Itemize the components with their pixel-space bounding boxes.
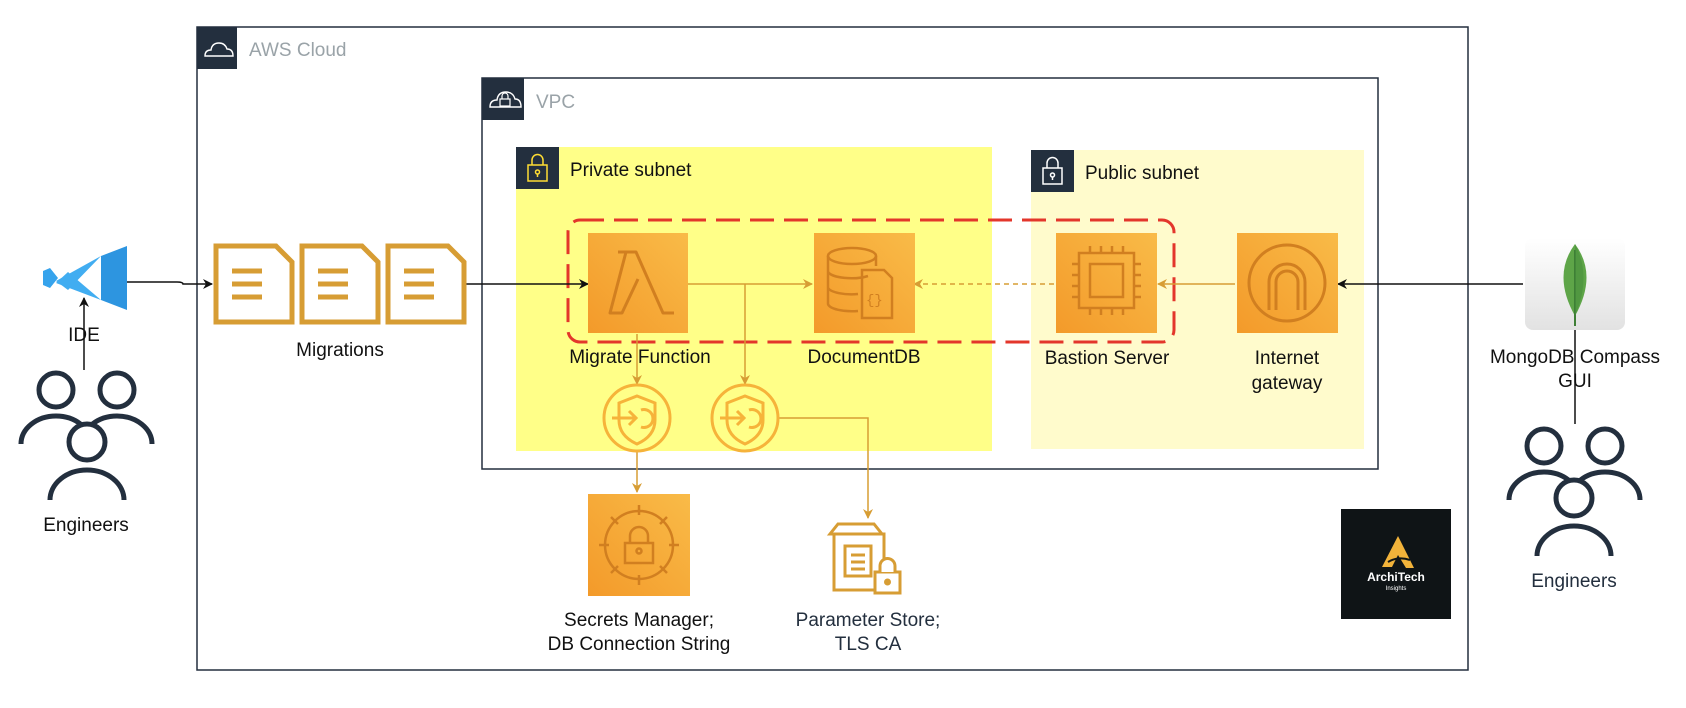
engineers-left-label: Engineers [43,515,129,536]
secrets-manager-label-1: Secrets Manager; [564,610,714,631]
public-subnet-icon-box [1031,150,1074,192]
vpc-group: VPC [481,77,1379,470]
vscode-ide-icon [43,246,127,310]
internet-gateway-label-1: Internet [1255,348,1320,369]
ide-to-migrations-arrow [127,279,213,289]
vpc-endpoint-shield-icon-1 [602,383,672,453]
secrets-manager-label-2: DB Connection String [548,634,731,655]
engineers-right-label: Engineers [1531,571,1617,592]
secrets-manager-icon [588,494,690,596]
internet-gateway-label-2: gateway [1252,373,1323,394]
private-subnet-lock-icon [527,153,548,182]
migrate-function-label: Migrate Function [569,347,711,368]
lambda-function-icon [588,233,688,333]
internet-gateway-icon [1237,233,1338,333]
ide-label: IDE [68,325,100,346]
public-subnet-title: Public subnet [1085,163,1200,184]
migrations-documents-icon [213,243,467,325]
bastion-server-icon [1056,233,1157,333]
engineers-left-icon [18,370,155,501]
mongodb-compass-label-1: MongoDB Compass [1490,347,1660,368]
logo-text-1: ArchiTech [1367,570,1425,584]
vpc-endpoint-shield-icon-2 [710,383,780,453]
aws-cloud-title: AWS Cloud [249,40,347,61]
migrations-label: Migrations [296,340,384,361]
parameter-store-label-1: Parameter Store; [796,610,941,631]
cloud-icon [204,42,234,57]
architech-insights-logo: ArchiTech Insights [1341,509,1451,619]
shield2-to-paramstore-arrow [779,417,873,519]
private-subnet-title: Private subnet [570,160,692,181]
documentdb-label: DocumentDB [808,347,921,368]
bastion-server-label: Bastion Server [1045,348,1170,369]
mongodb-compass-label-2: GUI [1558,371,1592,392]
parameter-store-icon [826,522,902,595]
security-boundary-dashed [566,218,1176,344]
private-subnet-group: Private subnet [516,147,992,451]
public-subnet-lock-icon [1042,156,1063,185]
documentdb-icon: {} [814,233,915,333]
engineers-right-icon [1506,426,1643,557]
mongodb-compass-icon [1525,238,1625,330]
vpc-cloud-lock-icon [489,91,522,108]
logo-text-2: Insights [1386,586,1407,592]
connectors [79,279,1580,519]
vpc-title: VPC [536,92,575,113]
parameter-store-label-2: TLS CA [835,634,902,655]
svg-text:{}: {} [866,293,883,309]
aws-cloud-icon-box [197,27,237,69]
private-subnet-icon-box [516,147,559,189]
